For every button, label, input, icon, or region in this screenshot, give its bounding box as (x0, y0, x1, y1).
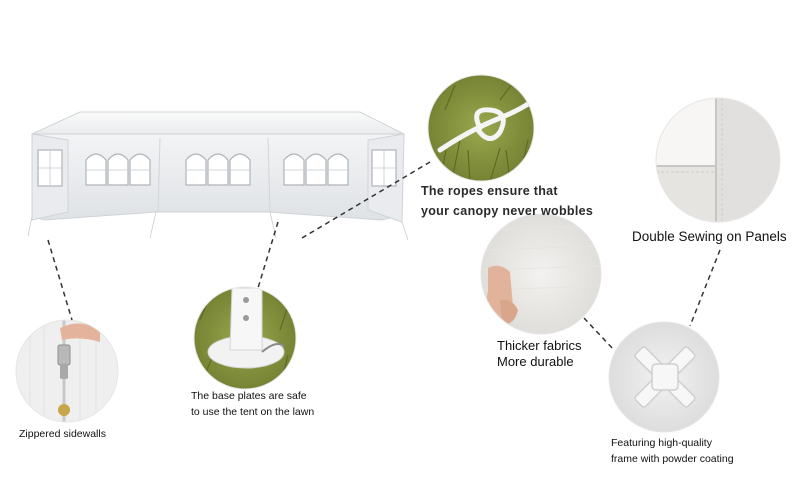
ropes-caption-line1: The ropes ensure that (421, 184, 558, 198)
fabrics-caption: Thicker fabrics More durable (497, 338, 582, 371)
fabrics-caption-line1: Thicker fabrics (497, 338, 582, 353)
frame-caption: Featuring high-quality frame with powder… (611, 437, 734, 466)
base-caption-line1: The base plates are safe (191, 390, 307, 402)
base-caption: The base plates are safe to use the tent… (191, 390, 314, 419)
ropes-caption-line2: your canopy never wobbles (421, 203, 594, 218)
base-caption-line2: to use the tent on the lawn (191, 406, 315, 419)
zipper-detail-photo (16, 320, 118, 422)
fabrics-caption-line2: More durable (497, 354, 574, 370)
sewing-detail-photo (656, 98, 780, 222)
sewing-caption: Double Sewing on Panels (632, 229, 787, 244)
ropes-caption: The ropes ensure that your canopy never … (421, 184, 593, 219)
frame-connector-photo (609, 322, 719, 432)
rope-detail-photo (428, 75, 534, 181)
fabric-detail-photo (481, 214, 601, 334)
tent-image (27, 111, 409, 241)
leader-lines (47, 161, 721, 351)
base-plate-photo (194, 287, 296, 389)
frame-caption-line2: frame with powder coating (611, 453, 734, 466)
frame-caption-line1: Featuring high-quality (611, 437, 712, 449)
zipper-caption: Zippered sidewalls (19, 428, 106, 440)
